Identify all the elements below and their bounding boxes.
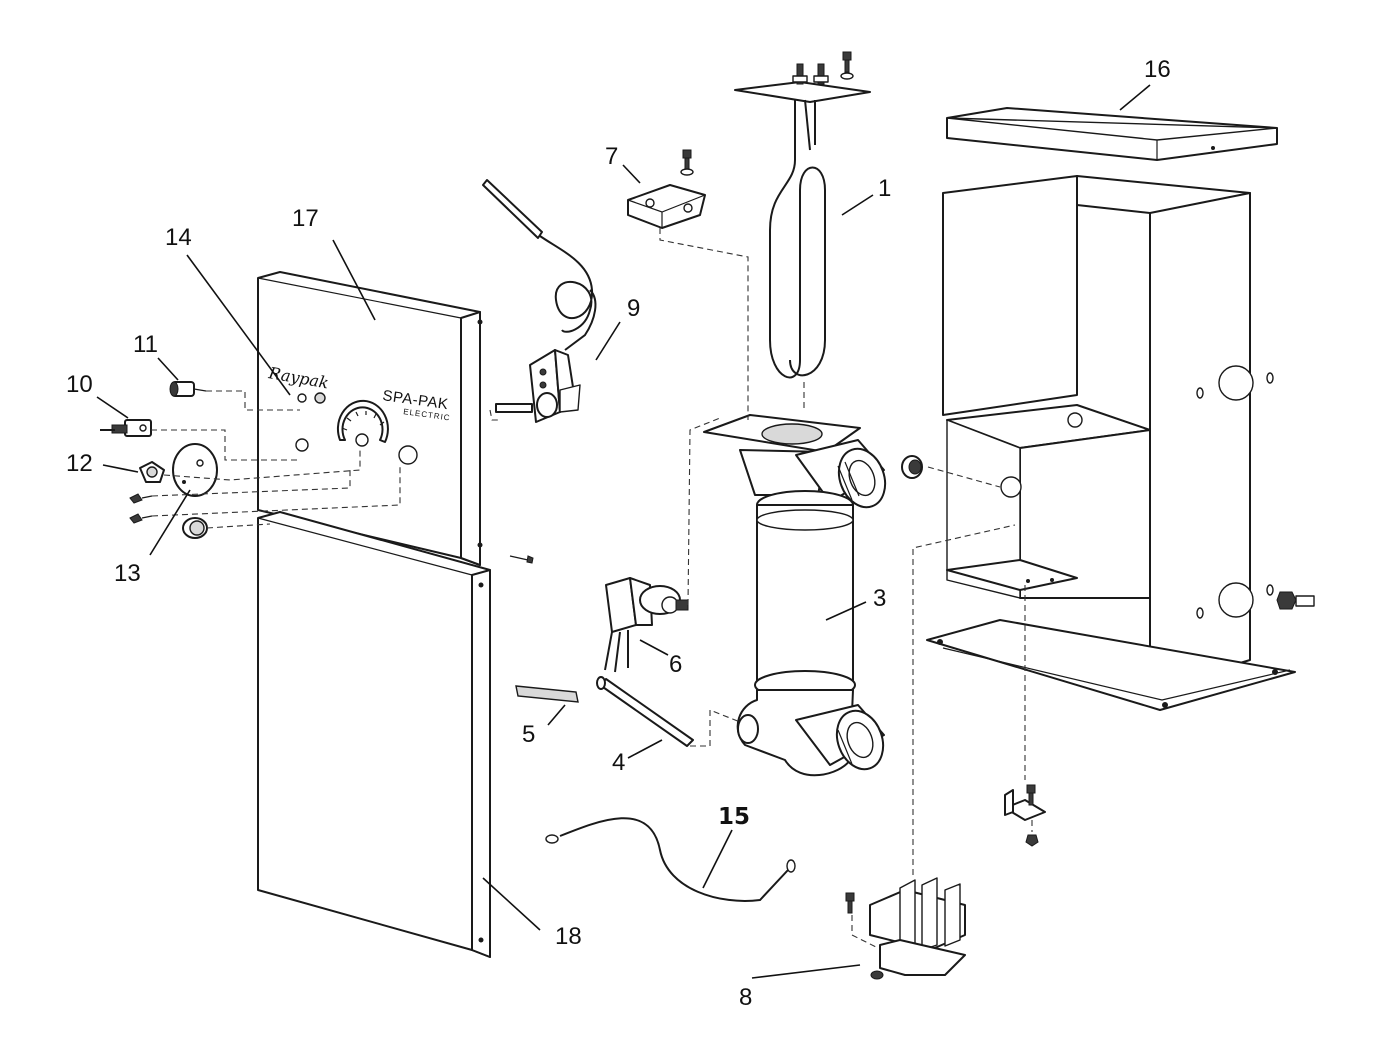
thermostat-with-bulb xyxy=(482,179,597,423)
upper-outlet-fitting xyxy=(795,439,887,509)
lower-outlet-fitting xyxy=(795,704,885,771)
callout-12: 12 xyxy=(66,450,93,477)
ground-wire xyxy=(545,817,796,902)
terminal-block xyxy=(845,877,966,980)
knockout-hole-icon xyxy=(1000,476,1022,498)
callout-17: 17 xyxy=(292,205,319,232)
heating-element xyxy=(734,51,871,379)
control-knob xyxy=(139,461,165,483)
clip xyxy=(515,685,579,703)
callout-15: 15 xyxy=(718,804,750,830)
immersion-well xyxy=(596,676,694,747)
callout-6: 6 xyxy=(669,651,682,678)
callout-8: 8 xyxy=(739,984,752,1011)
pressure-switch xyxy=(604,577,689,673)
bolt-icon xyxy=(845,892,855,914)
temperature-dial xyxy=(336,399,389,447)
screw-icon xyxy=(680,149,694,176)
ground-lug-bracket xyxy=(1004,784,1046,847)
indicator-light xyxy=(169,381,207,397)
callout-9: 9 xyxy=(627,295,640,322)
callout-4: 4 xyxy=(612,749,625,776)
callout-18: 18 xyxy=(555,923,582,950)
screw-hole-icon xyxy=(1211,146,1215,150)
callout-11: 11 xyxy=(133,331,158,358)
side-bolt-icon xyxy=(1276,591,1315,610)
knockout-hole-icon xyxy=(1218,365,1254,401)
callout-7: 7 xyxy=(605,143,618,170)
bolt-icon xyxy=(840,51,854,80)
heater-tank xyxy=(703,414,887,777)
bulkhead-grommet xyxy=(901,455,923,479)
screw-icon xyxy=(129,493,153,504)
upper-control-panel: Raypak SPA-PAK ELECTRIC xyxy=(257,271,483,566)
callout-5: 5 xyxy=(522,721,535,748)
screw-icon xyxy=(129,513,153,524)
snap-bushing xyxy=(182,517,208,539)
dial-plate xyxy=(172,443,218,497)
callout-13: 13 xyxy=(114,560,141,587)
lower-front-panel xyxy=(257,511,491,958)
toggle-switch xyxy=(100,419,152,437)
knockout-hole-icon xyxy=(1218,582,1254,618)
callout-10: 10 xyxy=(66,371,93,398)
callout-14: 14 xyxy=(165,224,192,251)
high-limit-switch xyxy=(627,149,706,229)
top-lid xyxy=(946,107,1278,161)
callout-16: 16 xyxy=(1144,56,1171,83)
callout-3: 3 xyxy=(873,585,886,612)
callout-1: 1 xyxy=(878,175,891,202)
panel-screw-icon xyxy=(509,555,534,564)
cabinet-enclosure xyxy=(926,107,1315,711)
